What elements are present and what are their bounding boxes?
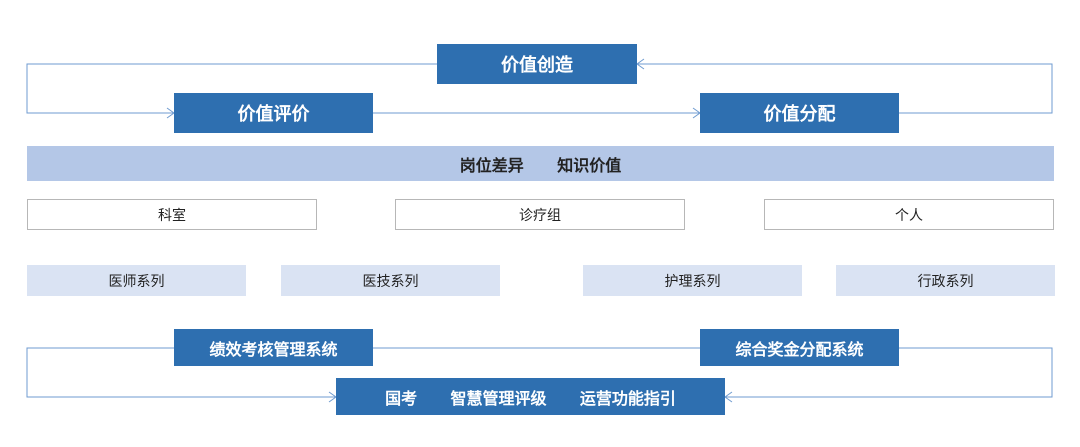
value-creation-box: 价值创造 <box>437 44 637 84</box>
connector-performance-to-bottom <box>26 347 336 398</box>
level-treatment-group: 诊疗组 <box>395 199 685 230</box>
position-knowledge-band: 岗位差异 知识价值 <box>27 146 1054 181</box>
performance-system-box: 绩效考核管理系统 <box>174 329 373 366</box>
bonus-system-box: 综合奖金分配系统 <box>700 329 899 366</box>
arrowhead-bottom-right <box>724 391 733 403</box>
national-assessment-box: 国考 智慧管理评级 运营功能指引 <box>336 378 725 415</box>
series-nursing: 护理系列 <box>583 265 802 296</box>
level-department: 科室 <box>27 199 317 230</box>
connector-creation-to-evaluation <box>26 63 437 114</box>
arrowhead-creation <box>636 58 645 70</box>
series-physician: 医师系列 <box>27 265 246 296</box>
value-evaluation-box: 价值评价 <box>174 93 373 133</box>
connector-distribution-to-creation <box>637 63 1053 114</box>
value-distribution-box: 价值分配 <box>700 93 899 133</box>
series-administration: 行政系列 <box>836 265 1055 296</box>
level-individual: 个人 <box>764 199 1054 230</box>
connector-bonus-to-bottom <box>725 347 1053 398</box>
series-medical-technology: 医技系列 <box>281 265 500 296</box>
